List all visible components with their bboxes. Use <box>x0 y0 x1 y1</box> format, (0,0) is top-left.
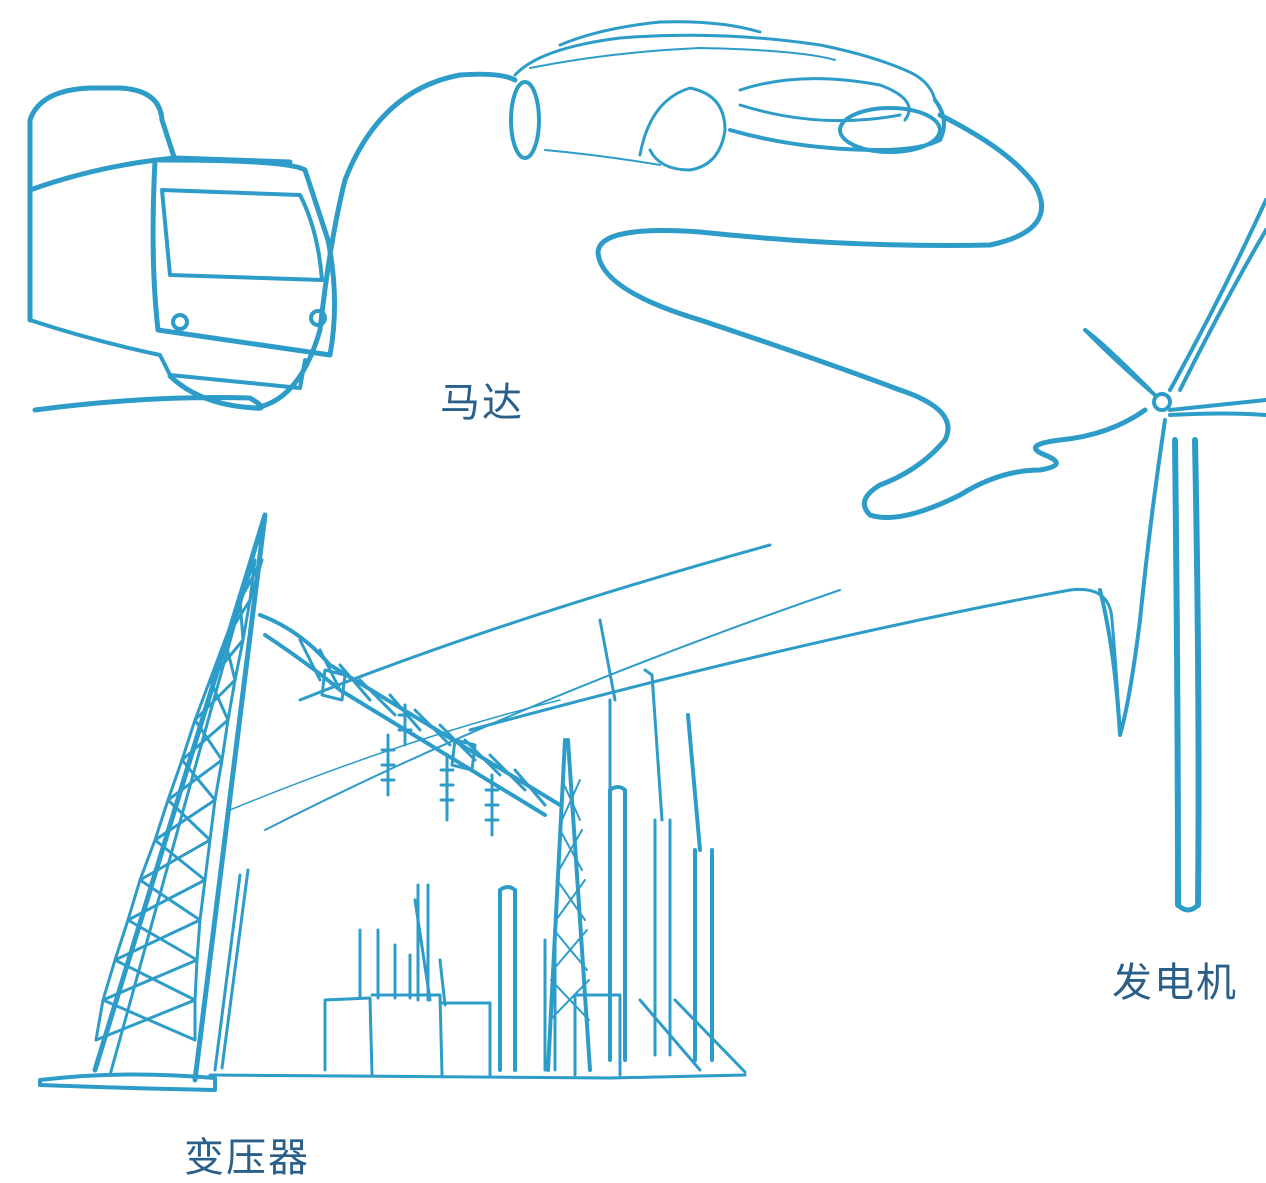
power-line-thin <box>229 699 561 811</box>
transformer-label: 变压器 <box>184 1135 310 1181</box>
car-drawing <box>509 20 946 172</box>
motor-label: 马达 <box>440 380 524 426</box>
substation-drawing <box>208 618 747 1080</box>
transmission-tower-drawing <box>38 512 268 1092</box>
car-to-generator-line <box>595 112 1148 520</box>
insulators-drawing <box>380 703 500 837</box>
crossarm-drawing <box>258 613 562 817</box>
generator-label: 发电机 <box>1112 960 1238 1006</box>
power-line-upper <box>298 543 772 702</box>
small-tower-drawing <box>546 738 592 1072</box>
train-to-car-line <box>252 71 518 411</box>
power-line-middle <box>264 589 841 831</box>
train-drawing <box>27 85 338 413</box>
wind-turbine-drawing <box>1083 198 1266 913</box>
power-line-lower <box>468 587 1122 737</box>
